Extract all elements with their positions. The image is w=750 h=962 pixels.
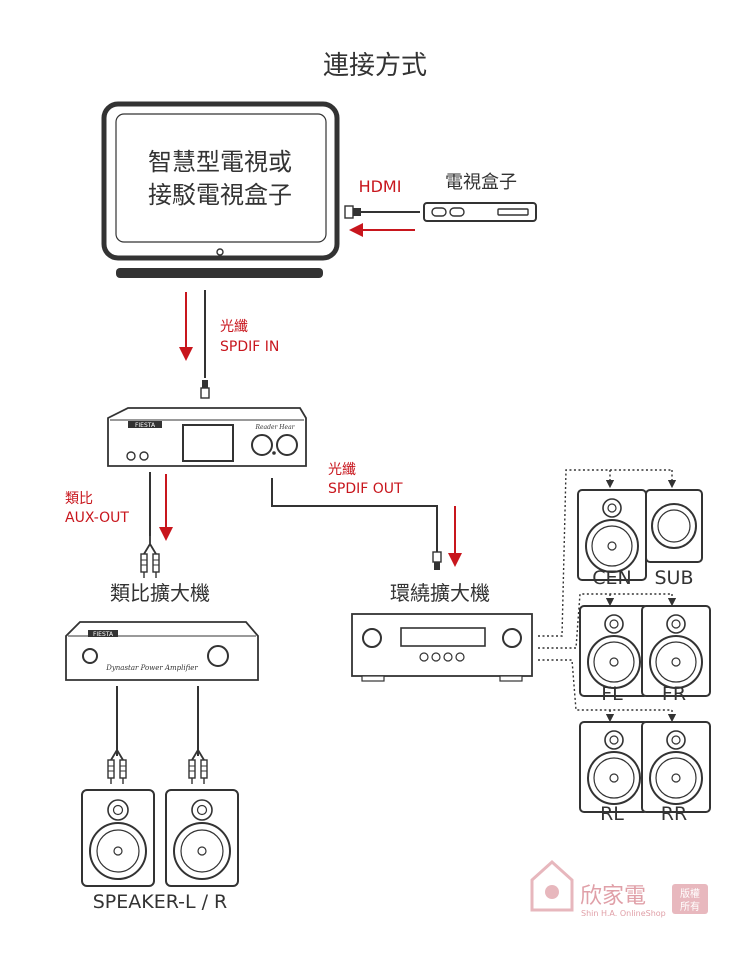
- dac-device-icon: [107, 407, 307, 467]
- watermark-logo-icon: [530, 859, 708, 914]
- watermark-name: 欣家電: [580, 884, 646, 909]
- speaker-rl-icon: [579, 721, 649, 813]
- speaker-rr-label: RR: [661, 803, 687, 825]
- stereo-speaker-label: SPEAKER-L / R: [93, 891, 228, 913]
- optical-out-line1: 光纖: [328, 462, 356, 478]
- speaker-left-icon: [81, 789, 155, 887]
- optical-in-line2: SPDIF IN: [220, 339, 279, 355]
- rca-plug-icon: [140, 535, 160, 579]
- speaker-fl-label: FL: [601, 683, 623, 705]
- analog-amp-script: Dynastar Power Amplifier: [105, 664, 198, 672]
- surround-amp-label: 環繞擴大機: [390, 581, 490, 605]
- analog-amp-icon: [65, 621, 259, 681]
- hdmi-label: HDMI: [359, 177, 402, 196]
- analog-amp-label: 類比擴大機: [110, 581, 210, 605]
- page-title: 連接方式: [323, 51, 427, 81]
- speaker-rl-label: RL: [600, 803, 624, 825]
- tv-box-icon: [423, 202, 537, 222]
- watermark-subtitle: Shin H.A. OnlineShop: [581, 909, 666, 918]
- optical-out-line2: SPDIF OUT: [328, 481, 403, 497]
- analog-amp-brand: FIESTA: [93, 631, 114, 638]
- optical-plug-icon: [200, 379, 210, 399]
- speaker-right-icon: [165, 789, 239, 887]
- speaker-rr-icon: [641, 721, 711, 813]
- rca-plug-left-icon: [107, 741, 127, 785]
- watermark-badge-line1: 版權: [680, 887, 700, 900]
- optical-in-line1: 光纖: [220, 319, 248, 335]
- surround-amp-icon: [351, 613, 533, 682]
- optical-out-plug-icon: [432, 551, 442, 571]
- speaker-cen-label: CEN: [592, 567, 631, 589]
- rca-plug-right-icon: [188, 741, 208, 785]
- tv-box-label: 電視盒子: [445, 172, 517, 193]
- speaker-fr-label: FR: [662, 683, 686, 705]
- smart-tv-icon: [101, 101, 340, 278]
- tv-label-line2: 接駁電視盒子: [148, 181, 292, 209]
- optical-out-cable: [271, 478, 438, 552]
- tv-label-line1: 智慧型電視或: [148, 148, 292, 176]
- watermark-badge-line2: 所有: [680, 900, 700, 913]
- aux-label-line1: 類比: [65, 491, 93, 507]
- speaker-sub-icon: [645, 489, 703, 563]
- aux-label-line2: AUX-OUT: [65, 510, 129, 526]
- dac-script: Reader Hear: [254, 424, 295, 431]
- surround-wiring: [538, 469, 677, 723]
- dac-brand: FIESTA: [135, 422, 156, 429]
- speaker-sub-label: SUB: [654, 567, 693, 589]
- hdmi-plug-icon: [344, 205, 420, 219]
